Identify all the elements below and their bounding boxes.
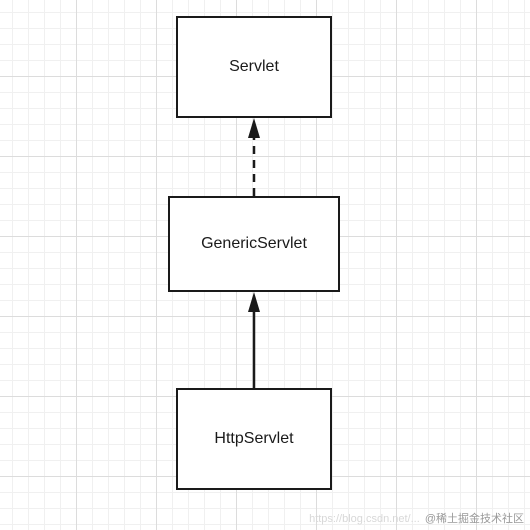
watermark-url: https://blog.csdn.net/... <box>309 513 420 525</box>
node-http-servlet[interactable]: HttpServlet <box>176 388 332 490</box>
node-servlet[interactable]: Servlet <box>176 16 332 118</box>
node-generic-servlet[interactable]: GenericServlet <box>168 196 340 292</box>
node-label: Servlet <box>229 58 279 75</box>
watermark: https://blog.csdn.net/... @稀土掘金技术社区 <box>309 510 524 526</box>
node-label: HttpServlet <box>214 430 294 447</box>
watermark-text: @稀土掘金技术社区 <box>424 513 524 525</box>
arrowhead-generic <box>248 292 260 312</box>
node-label: GenericServlet <box>201 235 307 252</box>
arrowhead-servlet <box>248 118 260 138</box>
